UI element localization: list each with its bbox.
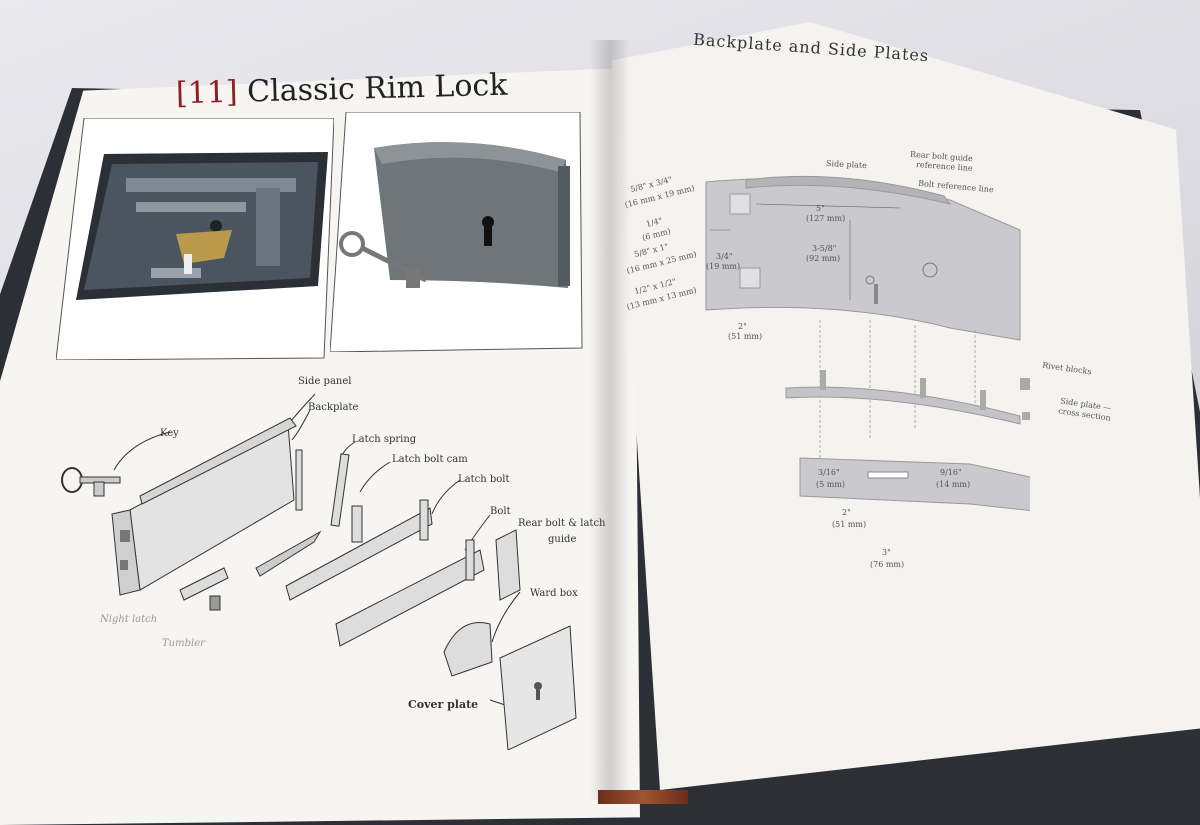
- dim-8a: 2": [738, 322, 747, 331]
- label-backplate: Backplate: [308, 402, 359, 413]
- label-rear-bolt-guide-2: guide: [548, 534, 577, 545]
- dim-6b: (19 mm): [706, 262, 741, 271]
- bookmark-ribbon: [598, 790, 688, 804]
- label-side-plate: Side plate: [825, 158, 868, 171]
- label-tumbler: Tumbler: [162, 638, 205, 649]
- dim-6a: 3/4": [716, 252, 733, 261]
- label-rear-bolt-guide: Rear bolt & latch: [518, 518, 606, 529]
- photo-open-lock: [56, 118, 334, 360]
- dim-12a: 3": [882, 548, 891, 557]
- dim-12b: (76 mm): [870, 560, 905, 569]
- label-ward-box: Ward box: [530, 588, 578, 599]
- dim-5b: (92 mm): [806, 254, 841, 263]
- dim-8b: (51 mm): [728, 332, 763, 341]
- label-night-latch: Night latch: [100, 614, 158, 625]
- dim-10b: (14 mm): [936, 480, 971, 489]
- book-gutter: [590, 40, 630, 800]
- label-key: Key: [160, 428, 179, 439]
- label-cover-plate: Cover plate: [408, 698, 479, 711]
- label-latch-spring: Latch spring: [352, 434, 417, 445]
- dim-9a: 3/16": [818, 468, 840, 477]
- label-latch-bolt-cam: Latch bolt cam: [392, 454, 468, 465]
- photo-closed-lock: [330, 112, 583, 352]
- exploded-lock-diagram: [61, 393, 577, 750]
- dim-11a: 2": [842, 508, 851, 517]
- label-side-panel: Side panel: [298, 376, 352, 387]
- right-page: [612, 22, 1200, 790]
- backplate-drawing: [705, 175, 1030, 511]
- dim-2b: (127 mm): [806, 214, 846, 223]
- chapter-title: Classic Rim Lock: [246, 67, 508, 110]
- label-latch-bolt: Latch bolt: [458, 474, 510, 485]
- dim-5a: 3-5/8": [812, 244, 837, 253]
- dim-9b: (5 mm): [816, 480, 846, 489]
- chapter-number: [11]: [175, 74, 239, 112]
- dim-11b: (51 mm): [832, 520, 867, 529]
- dim-2a: 5": [816, 204, 825, 213]
- label-bolt: Bolt: [490, 506, 511, 517]
- dim-10a: 9/16": [940, 468, 962, 477]
